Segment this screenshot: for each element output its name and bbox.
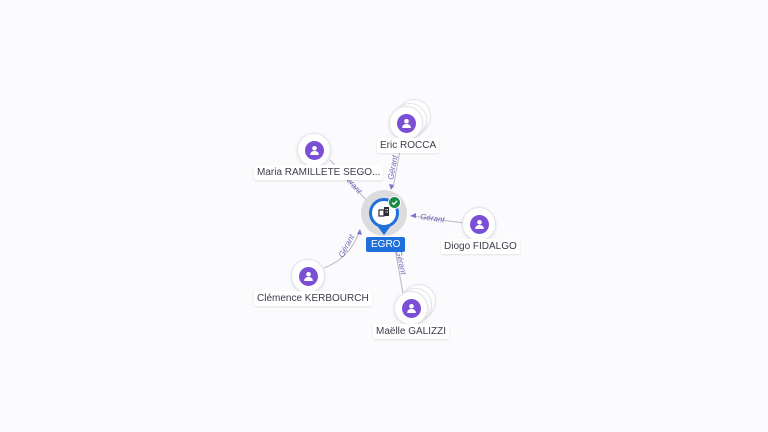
edge-label-clemence-kerbourch: Gérant	[337, 232, 357, 259]
pin-tip	[378, 227, 390, 235]
person-icon	[298, 266, 318, 286]
avatar[interactable]	[297, 133, 331, 167]
edge-diogo-fidalgo	[411, 215, 465, 224]
person-name-label[interactable]: Eric ROCCA	[377, 138, 440, 153]
avatar[interactable]	[462, 207, 496, 241]
building-icon	[378, 204, 390, 222]
edge-arrow	[410, 213, 416, 218]
avatar[interactable]	[291, 259, 325, 293]
edge-clemence-kerbourch	[323, 231, 360, 269]
person-icon	[401, 298, 421, 318]
person-icon	[469, 214, 489, 234]
edge-label-diogo-fidalgo: Gérant	[420, 212, 446, 224]
person-icon	[304, 140, 324, 160]
person-name-label[interactable]: Diogo FIDALGO	[441, 239, 520, 254]
company-pin[interactable]	[369, 198, 399, 228]
company-name-label[interactable]: EGRO	[366, 237, 406, 252]
edge-label-eric-rocca: Gérant	[386, 154, 400, 180]
person-name-label[interactable]: Clémence KERBOURCH	[254, 291, 372, 306]
person-name-label[interactable]: Maria RAMILLETE SEGO...	[254, 165, 384, 180]
person-name-label[interactable]: Maëlle GALIZZI	[373, 324, 450, 339]
edge-label-maelle-galizzi: Gérant	[394, 250, 408, 277]
check-icon	[388, 196, 401, 209]
avatar[interactable]	[389, 106, 423, 140]
avatar[interactable]	[394, 291, 428, 325]
person-icon	[396, 113, 416, 133]
edge-arrow	[357, 229, 362, 235]
edge-arrow	[389, 184, 394, 190]
